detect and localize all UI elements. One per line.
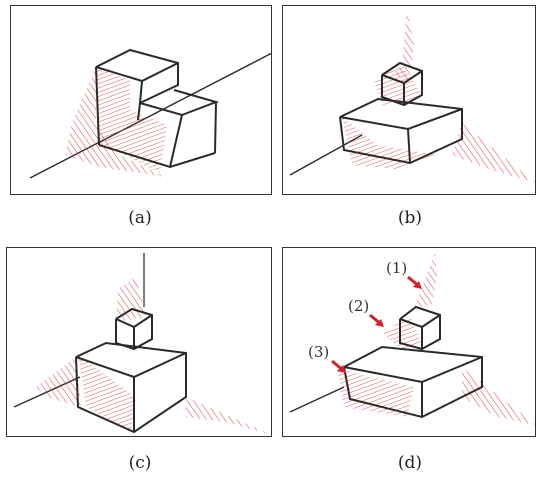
sketch-a [10, 5, 272, 195]
panel-a [10, 5, 272, 195]
panel-d: (1) (2) (3) [282, 247, 536, 437]
caption-d: (d) [397, 453, 423, 473]
panel-c [6, 247, 272, 437]
callout-1: (1) [386, 259, 407, 277]
sketch-d: (1) (2) (3) [282, 247, 536, 437]
panel-b [282, 5, 536, 195]
arrow-icon [369, 313, 384, 327]
arrow-icon [407, 275, 422, 289]
caption-c: (c) [128, 453, 152, 473]
shadow-region [65, 67, 165, 177]
arrow-icon [331, 359, 346, 373]
callout-3: (3) [308, 343, 329, 361]
callout-2: (2) [348, 297, 369, 315]
sketch-c [6, 247, 272, 437]
caption-a: (a) [128, 208, 152, 228]
shaded-face [96, 67, 167, 173]
caption-b: (b) [397, 208, 423, 228]
sketch-b [282, 5, 536, 195]
